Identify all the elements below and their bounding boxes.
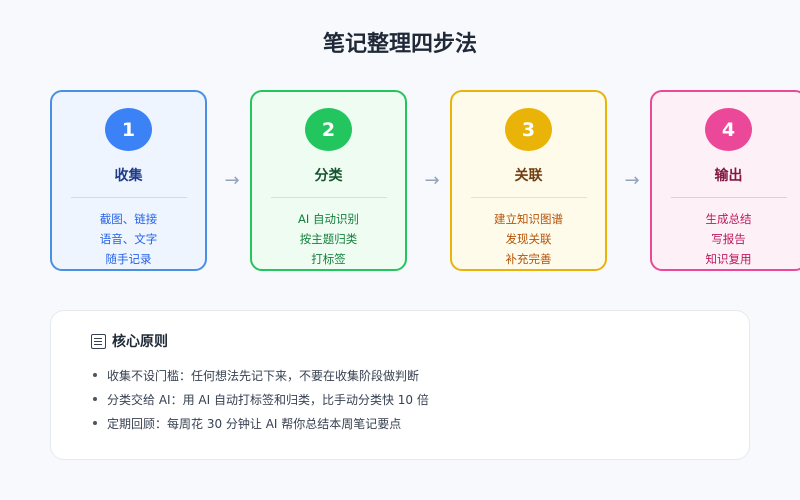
step-title: 输出: [714, 168, 743, 185]
step-title: 关联: [514, 168, 543, 185]
step-divider: [670, 197, 787, 198]
step-detail: 打标签: [311, 252, 346, 266]
step-number-badge: 2: [305, 108, 352, 152]
step-card-output: 4 输出 生成总结 写报告 知识复用: [650, 90, 800, 271]
page-title: 笔记整理四步法: [322, 32, 477, 57]
principles-panel: 核心原则 收集不设门槛：任何想法先记下来，不要在收集阶段做判断 分类交给 AI：…: [50, 310, 750, 460]
right-arrow-icon: →: [624, 170, 640, 191]
list-item: 定期回顾：每周花 30 分钟让 AI 帮你总结本周笔记要点: [93, 411, 429, 435]
step-detail: 截图、链接: [99, 212, 158, 226]
right-arrow-icon: →: [424, 170, 440, 191]
step-card-classify: 2 分类 AI 自动识别 按主题归类 打标签: [250, 90, 407, 271]
principles-title: 核心原则: [112, 334, 168, 350]
list-item: 分类交给 AI：用 AI 自动打标签和归类，比手动分类快 10 倍: [93, 387, 429, 411]
step-detail: 建立知识图谱: [494, 212, 563, 226]
step-card-collect: 1 收集 截图、链接 语音、文字 随手记录: [50, 90, 207, 271]
step-detail: 按主题归类: [299, 232, 358, 246]
memo-icon: [91, 333, 106, 349]
step-detail: 补充完善: [505, 252, 552, 266]
step-detail: 知识复用: [705, 252, 752, 266]
right-arrow-icon: →: [224, 170, 240, 191]
principle-text: 收集不设门槛：任何想法先记下来，不要在收集阶段做判断: [107, 368, 420, 383]
step-number-badge: 3: [505, 108, 552, 152]
step-detail: 生成总结: [705, 212, 752, 226]
step-number-badge: 1: [105, 108, 152, 152]
step-detail: 发现关联: [505, 232, 552, 246]
step-divider: [270, 197, 387, 198]
step-divider: [470, 197, 587, 198]
step-detail: 随手记录: [105, 252, 152, 266]
step-detail: 写报告: [711, 232, 746, 246]
bullet-icon: [93, 421, 97, 425]
step-title: 分类: [314, 168, 343, 185]
step-detail: 语音、文字: [99, 232, 158, 246]
principle-text: 分类交给 AI：用 AI 自动打标签和归类，比手动分类快 10 倍: [107, 392, 429, 407]
step-card-connect: 3 关联 建立知识图谱 发现关联 补充完善: [450, 90, 607, 271]
principle-text: 定期回顾：每周花 30 分钟让 AI 帮你总结本周笔记要点: [107, 416, 402, 431]
list-item: 收集不设门槛：任何想法先记下来，不要在收集阶段做判断: [93, 363, 429, 387]
principles-list: 收集不设门槛：任何想法先记下来，不要在收集阶段做判断 分类交给 AI：用 AI …: [93, 363, 429, 435]
bullet-icon: [93, 397, 97, 401]
step-number-badge: 4: [705, 108, 752, 152]
step-title: 收集: [114, 168, 143, 185]
step-detail: AI 自动识别: [298, 212, 359, 226]
principles-heading: 核心原则: [91, 331, 168, 351]
bullet-icon: [93, 373, 97, 377]
step-divider: [70, 197, 187, 198]
